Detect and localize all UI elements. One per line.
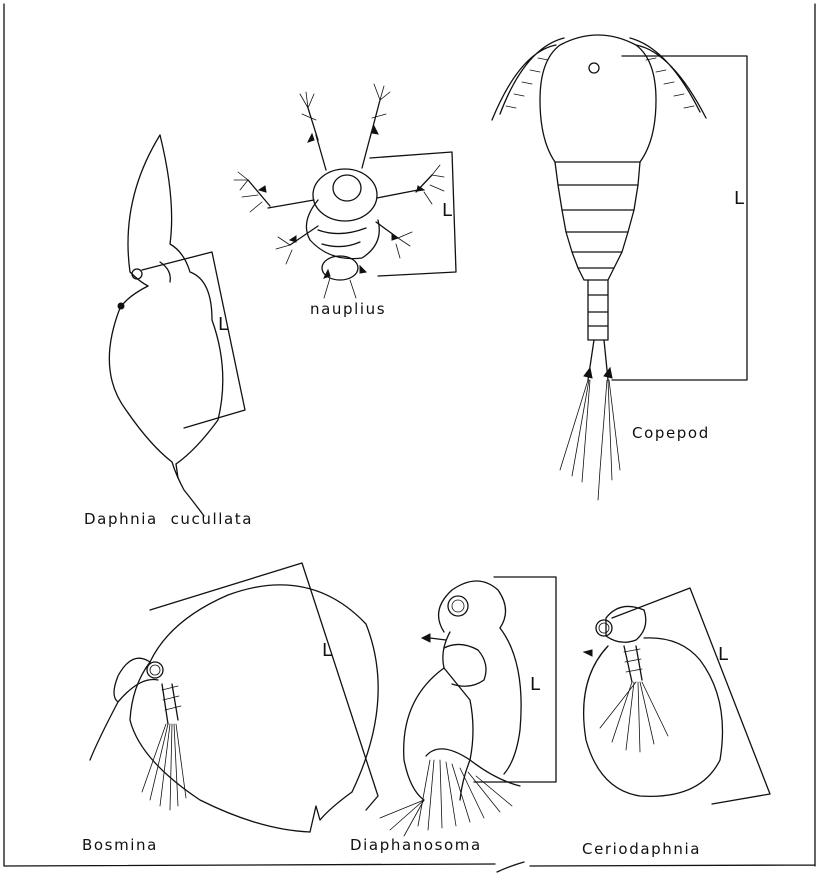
label-bosmina: Bosmina <box>82 836 158 854</box>
label-copepod: Copepod <box>632 424 710 442</box>
length-marker-daphnia: L <box>218 314 228 335</box>
ceriodaphnia-drawing <box>584 588 770 804</box>
length-marker-nauplius: L <box>442 200 452 221</box>
bosmina-drawing <box>90 563 378 832</box>
label-ceriodaphnia: Ceriodaphnia <box>582 840 701 858</box>
nauplius-drawing <box>234 84 456 298</box>
length-marker-diaphanosoma: L <box>530 674 540 695</box>
length-marker-copepod: L <box>734 188 744 209</box>
frame-mark <box>497 862 524 872</box>
label-daphnia-cucullata: Daphnia cucullata <box>84 510 253 528</box>
diaphanosoma-drawing <box>380 577 556 836</box>
length-marker-ceriodaphnia: L <box>718 644 728 665</box>
label-diaphanosoma: Diaphanosoma <box>350 836 482 854</box>
length-marker-bosmina: L <box>322 640 332 661</box>
label-nauplius: nauplius <box>310 300 386 318</box>
